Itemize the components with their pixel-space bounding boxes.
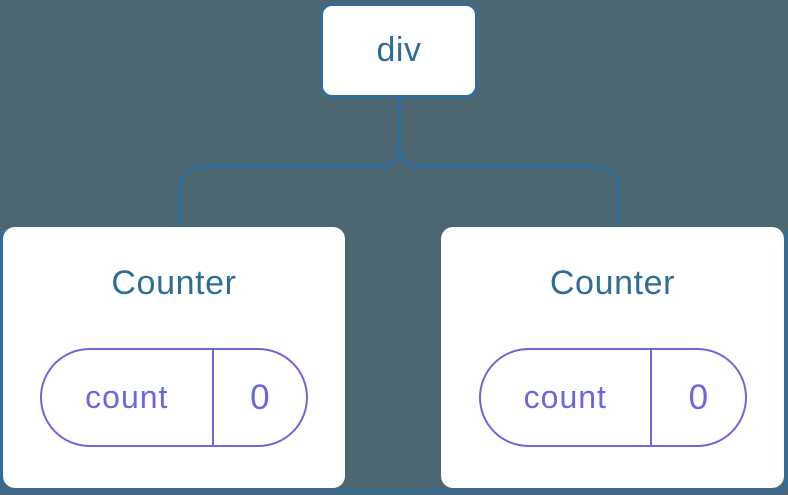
state-pill: count 0 (40, 348, 308, 447)
outer-frame-edge (0, 231, 788, 493)
state-value: 0 (250, 377, 270, 417)
tree-root-node: div (320, 3, 478, 98)
component-card-counter-left: Counter count 0 (3, 227, 345, 488)
component-title: Counter (111, 264, 237, 302)
state-value: 0 (688, 377, 709, 417)
state-pill: count 0 (478, 348, 747, 447)
connector-branch-left (178, 145, 402, 228)
connector-branch-right (397, 145, 621, 228)
state-key: count (42, 350, 214, 445)
state-key: count (481, 350, 653, 445)
component-title: Counter (549, 264, 676, 302)
component-card-counter-right: Counter count 0 (441, 227, 784, 488)
root-node-label: div (376, 31, 422, 69)
